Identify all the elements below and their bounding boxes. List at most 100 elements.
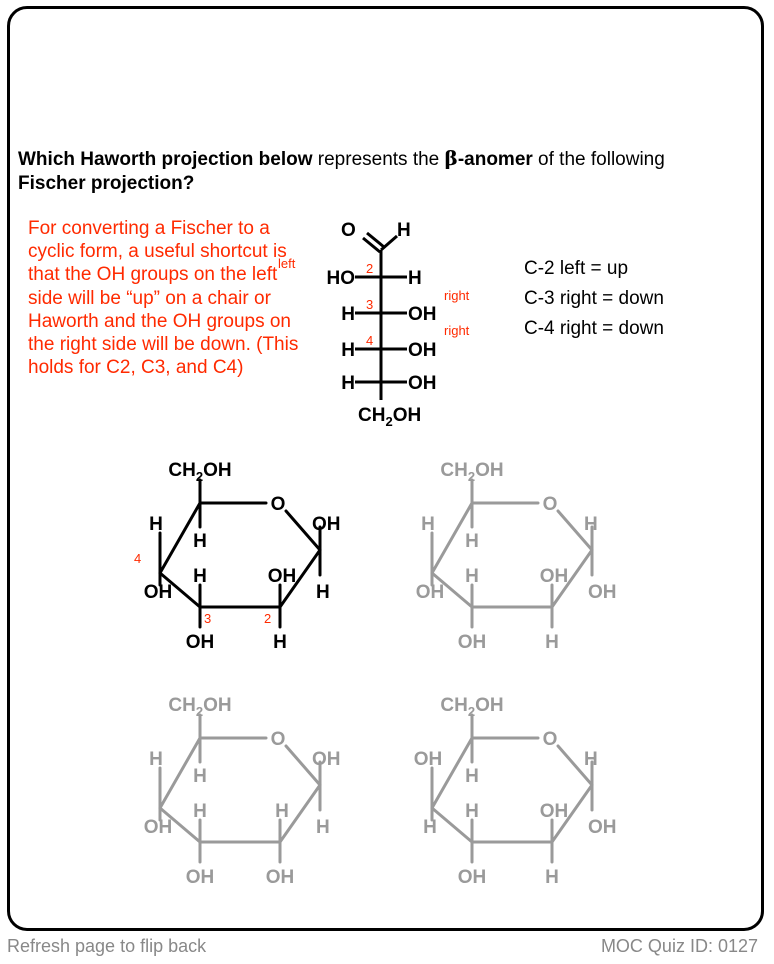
c3-down-label: OH bbox=[186, 632, 215, 653]
c2-up-label: OH bbox=[540, 801, 569, 822]
fischer-bonds bbox=[355, 231, 407, 400]
ring-oxygen: O bbox=[271, 729, 286, 750]
bond-o-c1 bbox=[362, 236, 381, 254]
c5-h-label: H bbox=[193, 531, 207, 552]
c2-up-label: OH bbox=[268, 566, 297, 587]
fischer-aldehyde-h: H bbox=[397, 220, 411, 241]
c3-up-label: H bbox=[193, 566, 207, 587]
ch2oh-label: CH2OH bbox=[168, 460, 231, 484]
ring-bond-c4-c5 bbox=[430, 501, 474, 575]
question-bold-1: Which Haworth projection below bbox=[18, 149, 313, 170]
c2-down-label: H bbox=[545, 867, 559, 888]
c4-up-label: OH bbox=[414, 749, 443, 770]
quiz-id: MOC Quiz ID: 0127 bbox=[600, 936, 758, 956]
c1-down-label: H bbox=[316, 582, 330, 603]
c4-down-label: OH bbox=[416, 582, 445, 603]
fischer-c2-right: H bbox=[408, 268, 422, 289]
fischer-c2-left: HO bbox=[327, 268, 356, 289]
carbon-number-4: 4 bbox=[134, 551, 141, 566]
c1-up-label: H bbox=[584, 514, 598, 535]
carbon-number-3: 3 bbox=[204, 611, 211, 626]
beta-symbol: β bbox=[444, 146, 458, 170]
fischer-c5-right: OH bbox=[408, 373, 437, 394]
ring-bond-c3-c4 bbox=[430, 571, 474, 609]
question-bold-anomer: -anomer bbox=[457, 149, 533, 170]
c2-up-label: H bbox=[275, 801, 289, 822]
ring-bond-c1-c2 bbox=[550, 783, 594, 844]
c5-h-label: H bbox=[193, 766, 207, 787]
question-part-4: of the following bbox=[532, 149, 665, 170]
ring-bond-c4-c5 bbox=[430, 736, 474, 810]
ring-bond-c1-c2 bbox=[278, 548, 322, 609]
carbon-number-2: 2 bbox=[264, 611, 271, 626]
c4-down-label: H bbox=[423, 817, 437, 838]
ring-bond-c1-c2 bbox=[278, 783, 322, 844]
c2-up-label: OH bbox=[540, 566, 569, 587]
c4-up-label: H bbox=[149, 514, 163, 535]
rule-c3: C-3 right = down bbox=[524, 288, 664, 309]
fischer-num-4: 4 bbox=[366, 333, 373, 348]
fischer-c4-left: H bbox=[341, 340, 355, 361]
fischer-num-3: 3 bbox=[366, 297, 373, 312]
fischer-c3-right: OH bbox=[408, 304, 437, 325]
ring-oxygen: O bbox=[543, 494, 558, 515]
ch2oh-label: CH2OH bbox=[440, 460, 503, 484]
fischer-c4-right: OH bbox=[408, 340, 437, 361]
ring-bond-o-c1 bbox=[284, 509, 322, 552]
ring-bond-c4-c5 bbox=[158, 736, 202, 810]
c4-down-label: OH bbox=[144, 817, 173, 838]
c1-up-label: OH bbox=[312, 514, 341, 535]
c2-down-label: H bbox=[273, 632, 287, 653]
fischer-note-right-3: right bbox=[444, 288, 470, 303]
c3-up-label: H bbox=[193, 801, 207, 822]
ring-oxygen: O bbox=[543, 729, 558, 750]
rules-list: C-2 left = up C-3 right = down C-4 right… bbox=[524, 254, 664, 344]
fischer-bottom: CH2OH bbox=[358, 405, 421, 429]
question-text: Which Haworth projection below represent… bbox=[18, 146, 768, 196]
ring-bond-o-c1 bbox=[556, 509, 594, 552]
c5-h-label: H bbox=[465, 766, 479, 787]
c2-down-label: OH bbox=[266, 867, 295, 888]
c1-down-label: OH bbox=[588, 582, 617, 603]
c3-up-label: H bbox=[465, 566, 479, 587]
fischer-aldehyde-o: O bbox=[341, 220, 356, 241]
hint-text: For converting a Fischer to a cyclic for… bbox=[28, 218, 299, 379]
fischer-note-left: left bbox=[278, 256, 296, 271]
quiz-card[interactable] bbox=[7, 6, 764, 931]
ring-bond-c3-c4 bbox=[158, 806, 202, 844]
question-bold-fischer: Fischer projection? bbox=[18, 173, 195, 194]
ring-bond-c4-c5 bbox=[158, 501, 202, 575]
c4-down-label: OH bbox=[144, 582, 173, 603]
fischer-num-2: 2 bbox=[366, 261, 373, 276]
ch2oh-label: CH2OH bbox=[440, 695, 503, 719]
ch2oh-label: CH2OH bbox=[168, 695, 231, 719]
fischer-c5-left: H bbox=[341, 373, 355, 394]
c3-down-label: OH bbox=[186, 867, 215, 888]
c1-down-label: OH bbox=[588, 817, 617, 838]
rule-c4: C-4 right = down bbox=[524, 318, 664, 339]
ring-oxygen: O bbox=[271, 494, 286, 515]
refresh-hint[interactable]: Refresh page to flip back bbox=[7, 936, 207, 956]
ring-bond-o-c1 bbox=[556, 744, 594, 787]
fischer-note-right-4: right bbox=[444, 323, 470, 338]
rule-c2: C-2 left = up bbox=[524, 258, 629, 279]
c1-down-label: H bbox=[316, 817, 330, 838]
bond-c1-h bbox=[380, 234, 398, 252]
ring-bond-c1-c2 bbox=[550, 548, 594, 609]
bond-o-c1-double bbox=[366, 231, 385, 249]
question-part-2: represents the bbox=[312, 149, 445, 170]
ring-bond-c3-c4 bbox=[430, 806, 474, 844]
c5-h-label: H bbox=[465, 531, 479, 552]
c1-up-label: OH bbox=[312, 749, 341, 770]
c2-down-label: H bbox=[545, 632, 559, 653]
c4-up-label: H bbox=[421, 514, 435, 535]
ring-bond-c3-c4 bbox=[158, 571, 202, 609]
fischer-c3-left: H bbox=[341, 304, 355, 325]
c3-down-label: OH bbox=[458, 867, 487, 888]
